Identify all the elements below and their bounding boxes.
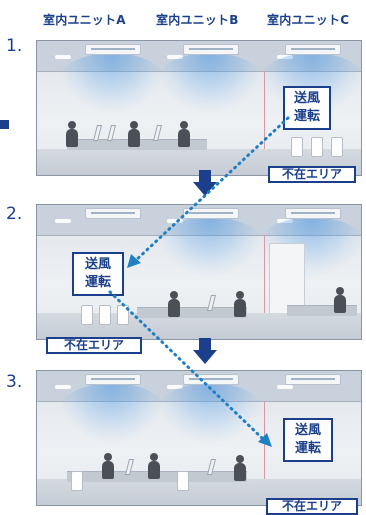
wall-divider (264, 235, 265, 339)
indoor-unit-c (285, 44, 341, 55)
unit-c-header: 室内ユニットC (267, 13, 350, 27)
chair-icon (311, 137, 323, 157)
airflow-a (57, 383, 167, 443)
indoor-unit-a (85, 374, 141, 385)
indoor-unit-c (285, 208, 341, 219)
ceiling-light (167, 55, 183, 59)
side-marker (0, 120, 9, 129)
indoor-unit-c (285, 374, 341, 385)
airflow-b (155, 53, 265, 113)
down-arrow-icon (193, 338, 217, 364)
ceiling-light (55, 385, 71, 389)
fan-mode-label-3: 送風 運転 (283, 418, 333, 462)
indoor-unit-b (183, 374, 239, 385)
person-icon (127, 121, 141, 151)
ceiling-light (277, 385, 293, 389)
ceiling-light (55, 55, 71, 59)
airflow-b (155, 217, 265, 277)
person-icon (333, 287, 347, 317)
person-icon (147, 453, 161, 483)
indoor-unit-a (85, 208, 141, 219)
indoor-unit-b (183, 44, 239, 55)
airflow-b (155, 383, 265, 443)
chair-icon (177, 471, 189, 491)
unit-b-header: 室内ユニットB (156, 13, 239, 27)
person-icon (233, 455, 247, 485)
wall-divider (264, 401, 265, 505)
step-number-1: 1. (6, 36, 23, 56)
desk (287, 305, 357, 316)
chair-icon (81, 305, 93, 325)
desk (137, 307, 247, 318)
person-icon (167, 291, 181, 321)
absent-area-tag-3: 不在エリア (266, 498, 358, 515)
chair-icon (99, 305, 111, 325)
absent-area-tag-1: 不在エリア (268, 166, 356, 183)
person-icon (65, 121, 79, 151)
person-icon (233, 291, 247, 321)
chair-icon (331, 137, 343, 157)
indoor-unit-a (85, 44, 141, 55)
chair-icon (291, 137, 303, 157)
step-number-2: 2. (6, 204, 23, 224)
person-icon (177, 121, 191, 151)
unit-a-header: 室内ユニットA (43, 13, 126, 27)
airflow-a (57, 53, 167, 113)
ceiling-light (55, 219, 71, 223)
chair-icon (71, 471, 83, 491)
indoor-unit-b (183, 208, 239, 219)
person-icon (101, 453, 115, 483)
absent-area-tag-2: 不在エリア (46, 337, 142, 354)
fan-mode-label-1: 送風 運転 (283, 86, 331, 130)
fan-mode-label-2: 送風 運転 (72, 252, 124, 296)
chair-icon (117, 305, 129, 325)
down-arrow-icon (193, 170, 217, 196)
step-number-3: 3. (6, 372, 23, 392)
room-panel-1 (36, 40, 362, 176)
